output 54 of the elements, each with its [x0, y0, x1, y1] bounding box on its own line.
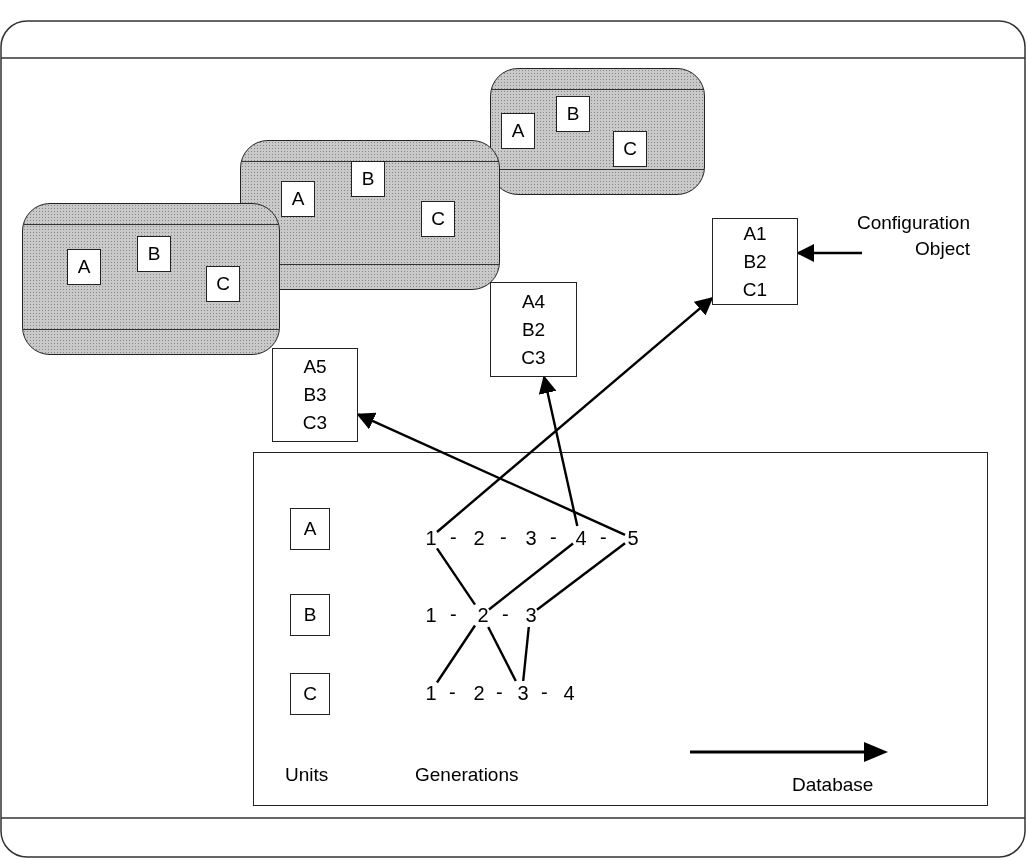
dash-separator: -: [550, 526, 557, 549]
connector-line: [436, 624, 476, 684]
generation-number: 1: [424, 604, 438, 628]
connector-line: [487, 626, 517, 682]
stacked-card: [240, 140, 500, 290]
generation-number: 5: [626, 527, 640, 551]
unit-box: B: [137, 236, 171, 272]
column-heading: Units: [285, 764, 329, 786]
dash-separator: -: [600, 526, 607, 549]
generation-number: 3: [524, 604, 538, 628]
unit-box: A: [501, 113, 535, 149]
unit-box: C: [421, 201, 455, 237]
generation-number: 2: [472, 527, 486, 551]
connector-line: [536, 542, 626, 611]
generation-number: 2: [476, 604, 490, 628]
dash-separator: -: [502, 603, 509, 626]
generation-number: 3: [524, 527, 538, 551]
unit-box: B: [556, 96, 590, 132]
unit-box: B: [290, 594, 330, 636]
stacked-card: [22, 203, 280, 355]
dash-separator: -: [449, 681, 456, 704]
unit-box: A: [290, 508, 330, 550]
generation-number: 1: [424, 527, 438, 551]
dash-separator: -: [496, 681, 503, 704]
generation-number: 1: [424, 682, 438, 706]
unit-box: A: [281, 181, 315, 217]
unit-box: C: [613, 131, 647, 167]
column-heading: Generations: [415, 764, 519, 786]
connector-line: [522, 626, 530, 682]
unit-box: C: [206, 266, 240, 302]
configuration-box: A4 B2 C3: [490, 282, 577, 377]
generation-number: 3: [516, 682, 530, 706]
arrow: [356, 412, 626, 536]
arrow: [796, 244, 862, 262]
dash-separator: -: [541, 681, 548, 704]
dash-separator: -: [450, 526, 457, 549]
configuration-box: A5 B3 C3: [272, 348, 358, 442]
database-caption: Database: [792, 774, 874, 796]
dash-separator: -: [450, 603, 457, 626]
generation-number: 4: [562, 682, 576, 706]
stacked-card: [490, 68, 705, 195]
unit-box: B: [351, 161, 385, 197]
connector-line: [436, 547, 476, 606]
configuration-label: Configuration Object: [800, 205, 970, 267]
connector-line: [488, 542, 574, 611]
arrow: [436, 296, 714, 533]
generation-number: 2: [472, 682, 486, 706]
generation-number: 4: [574, 527, 588, 551]
configuration-box: A1 B2 C1: [712, 218, 798, 305]
dash-separator: -: [500, 526, 507, 549]
arrow: [538, 375, 579, 527]
unit-box: A: [67, 249, 101, 285]
unit-box: C: [290, 673, 330, 715]
database-panel: [253, 452, 988, 806]
